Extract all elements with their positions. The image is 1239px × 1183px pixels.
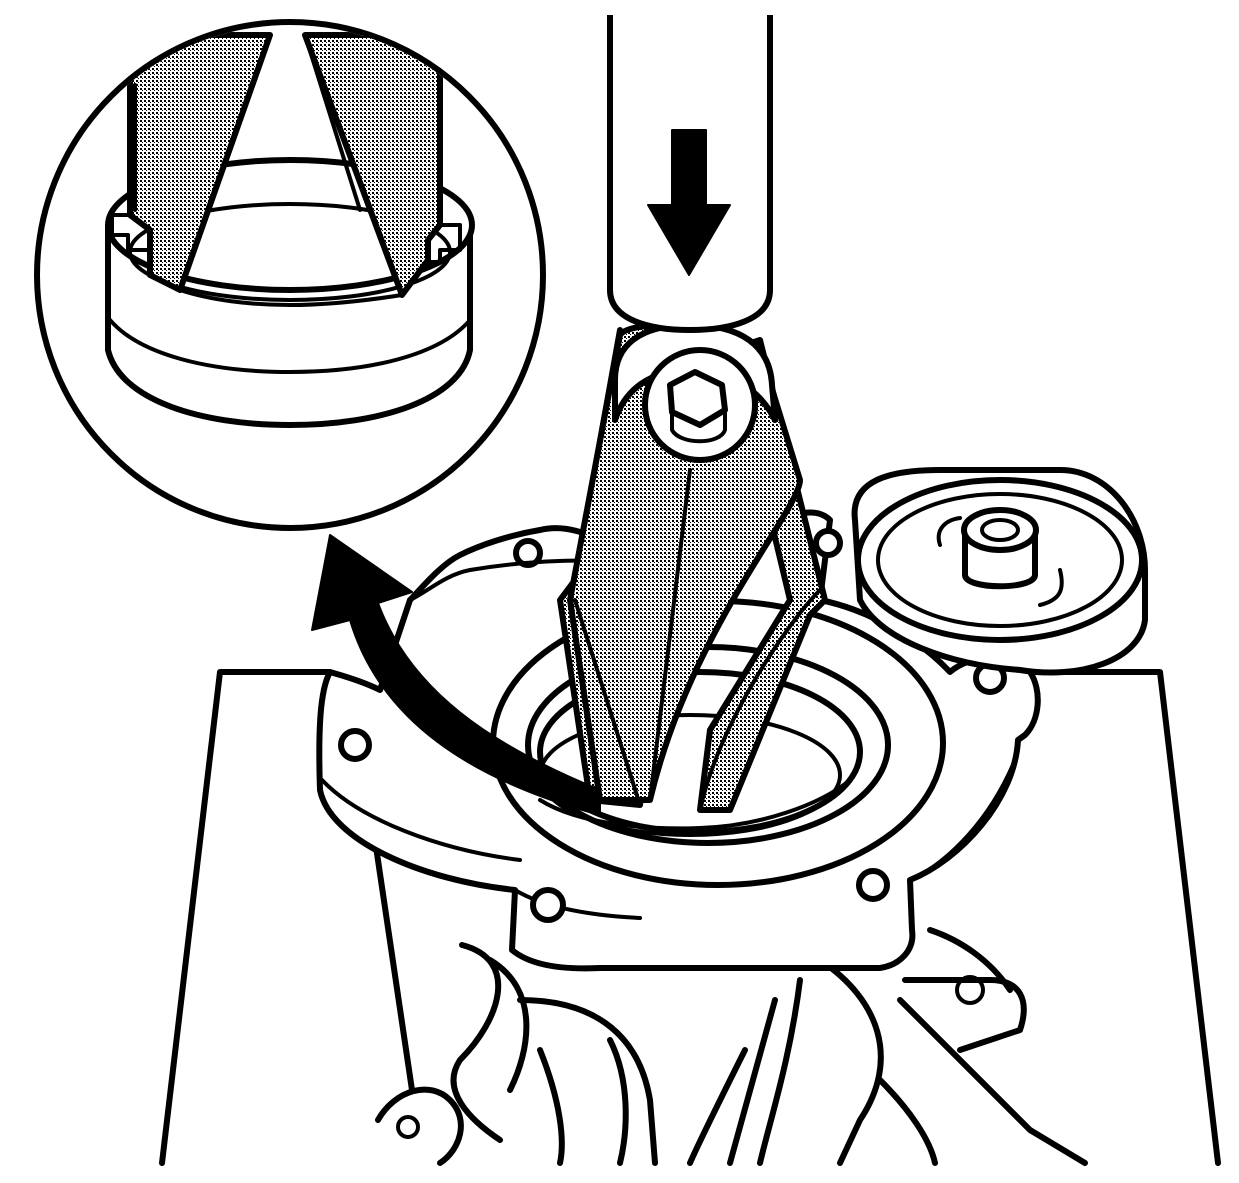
detail-inset: [34, 19, 546, 531]
bolt-hole: [338, 728, 372, 762]
hex-bolt: [667, 369, 728, 428]
down-arrow-icon: [647, 129, 731, 276]
bolt-hole: [530, 887, 566, 923]
idler-pulley: [851, 467, 1148, 676]
bolt-hole: [813, 528, 843, 558]
curved-arrow-icon: [311, 534, 601, 816]
bolt-hole: [513, 538, 543, 568]
bolt-hole: [856, 868, 890, 902]
bearing-puller-tool: [557, 322, 828, 813]
lower-housing: [375, 927, 1088, 1166]
